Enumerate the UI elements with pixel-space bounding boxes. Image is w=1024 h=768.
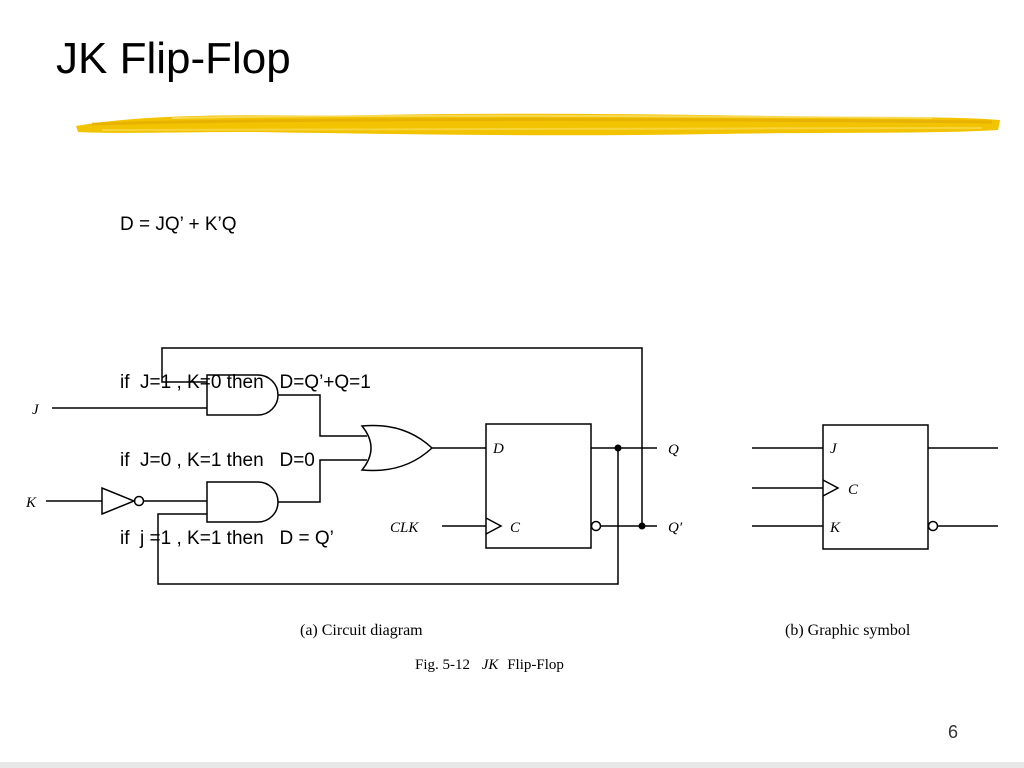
figure-name-italic: JK bbox=[482, 657, 500, 673]
figure-number: Fig. 5-12 bbox=[415, 657, 470, 673]
figure-caption: Fig. 5-12 JK Flip-Flop bbox=[415, 657, 564, 673]
inverter bbox=[101, 486, 136, 516]
footer-bar bbox=[0, 762, 1024, 768]
k-input-label: K bbox=[25, 495, 37, 511]
junction-dot bbox=[614, 444, 622, 452]
symbol-q-bar-bubble bbox=[927, 520, 939, 532]
d-flip-flop-box bbox=[485, 423, 592, 549]
and-gate-bottom bbox=[206, 481, 279, 523]
caption-graphic-symbol: (b) Graphic symbol bbox=[785, 622, 911, 639]
equation-block: D = JQ’ + K’Q if J=1 , K=0 then D=Q’+Q=1… bbox=[120, 160, 371, 578]
or-gate bbox=[360, 424, 434, 472]
c-pin-label: C bbox=[510, 520, 521, 536]
clock-triangle-icon bbox=[485, 517, 503, 535]
symbol-k-label: K bbox=[829, 520, 841, 536]
caption-circuit-diagram: (a) Circuit diagram bbox=[300, 622, 423, 639]
symbol-c-label: C bbox=[848, 482, 859, 498]
q-output-label: Q bbox=[668, 442, 679, 458]
feedback-wire-bottom bbox=[157, 448, 619, 585]
symbol-clock-triangle-icon bbox=[822, 479, 840, 497]
symbol-j-label: J bbox=[830, 441, 838, 457]
clk-input-label: CLK bbox=[390, 520, 419, 536]
j-input-label: J bbox=[32, 402, 40, 418]
jk-flip-flop-figure: J K CLK D C Q Q′ J C K (a) Circuit diagr… bbox=[25, 347, 998, 673]
d-pin-label: D bbox=[492, 441, 504, 457]
and-gate-top bbox=[206, 374, 279, 416]
wire-and-top-to-or bbox=[278, 394, 367, 437]
condition-line: if J=1 , K=0 then D=Q’+Q=1 bbox=[120, 372, 371, 393]
page-number: 6 bbox=[947, 722, 958, 742]
equation-line: D = JQ’ + K’Q bbox=[120, 214, 237, 235]
figure-name-rest: Flip-Flop bbox=[507, 657, 564, 673]
jk-symbol-box bbox=[822, 424, 929, 550]
feedback-wire-top bbox=[161, 347, 643, 526]
junction-dot bbox=[638, 522, 646, 530]
highlighter-underline bbox=[76, 113, 1000, 136]
slide-title: JK Flip-Flop bbox=[56, 34, 291, 83]
wire-and-bottom-to-or bbox=[278, 459, 367, 503]
condition-line: if j =1 , K=1 then D = Q’ bbox=[120, 528, 334, 549]
q-bar-output-label: Q′ bbox=[668, 520, 683, 536]
condition-line: if J=0 , K=1 then D=0 bbox=[120, 450, 315, 471]
q-bar-bubble bbox=[590, 520, 602, 532]
